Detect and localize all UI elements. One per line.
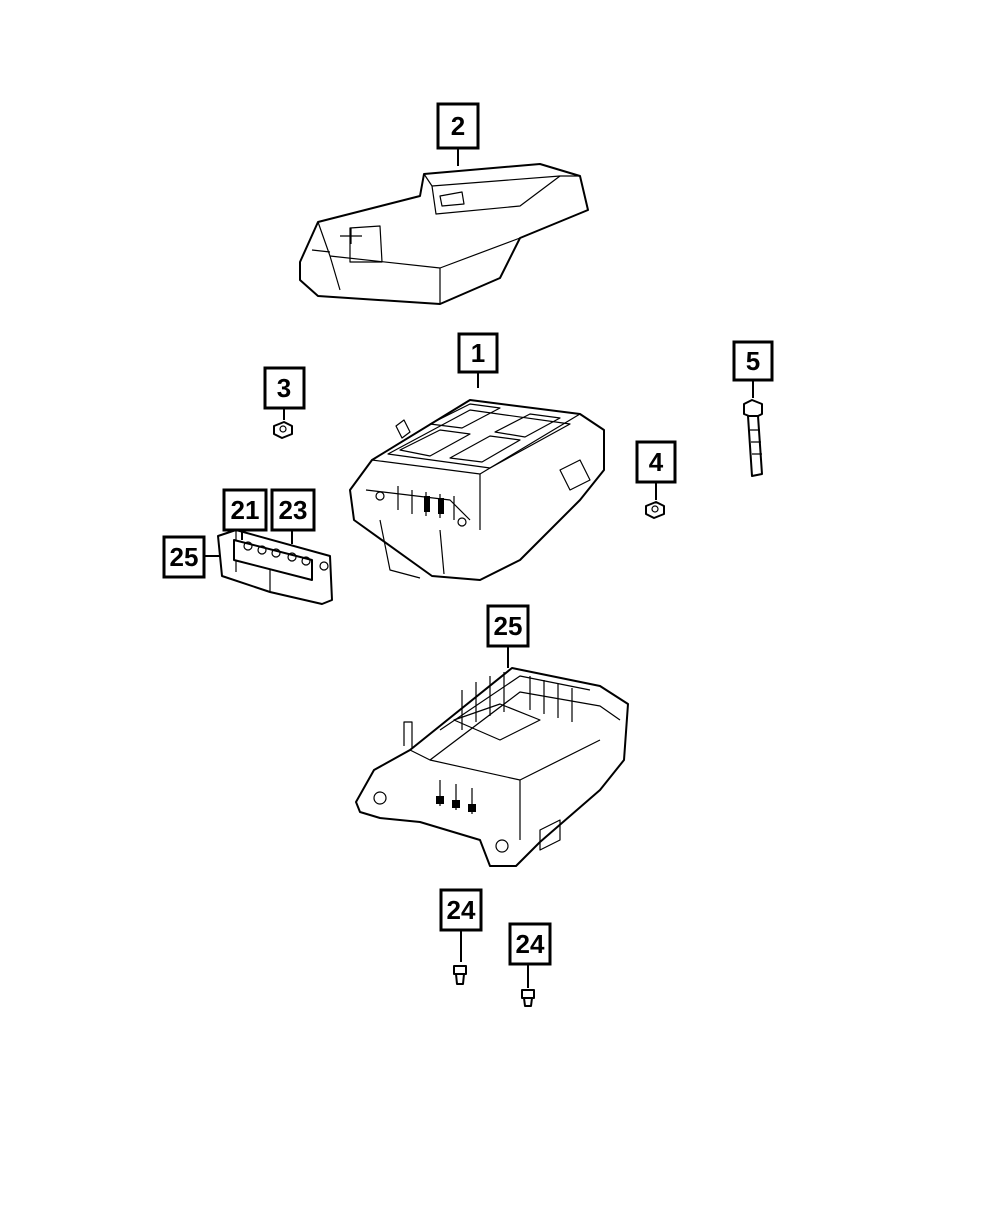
- fuse-box-cover: [299, 163, 589, 305]
- terminal-bracket: [217, 529, 333, 605]
- callout-25a: 25: [162, 535, 206, 579]
- svg-text:23: 23: [279, 495, 308, 525]
- nut-3: [273, 421, 293, 439]
- callout-4: 4: [635, 440, 677, 484]
- svg-text:24: 24: [516, 929, 545, 959]
- svg-text:24: 24: [447, 895, 476, 925]
- bolt-5: [743, 399, 763, 477]
- svg-text:1: 1: [471, 338, 485, 368]
- nut-4: [645, 501, 665, 519]
- screw-24b: [521, 989, 535, 1007]
- callout-2: 2: [436, 102, 480, 150]
- svg-text:3: 3: [277, 373, 291, 403]
- callout-5: 5: [732, 340, 774, 382]
- fuse-box-assembly: [349, 399, 605, 581]
- svg-text:5: 5: [746, 346, 760, 376]
- callout-24b: 24: [508, 922, 552, 966]
- callout-3: 3: [263, 366, 306, 410]
- svg-text:25: 25: [170, 542, 199, 572]
- screw-24a: [453, 965, 467, 985]
- svg-text:25: 25: [494, 611, 523, 641]
- callout-25b: 25: [486, 604, 530, 648]
- callout-24a: 24: [439, 888, 483, 932]
- callout-21: 21: [222, 488, 268, 532]
- callout-1: 1: [457, 332, 499, 374]
- svg-text:4: 4: [649, 447, 664, 477]
- callout-23: 23: [270, 488, 316, 532]
- lower-housing: [355, 667, 629, 867]
- svg-text:2: 2: [451, 111, 465, 141]
- svg-text:21: 21: [231, 495, 260, 525]
